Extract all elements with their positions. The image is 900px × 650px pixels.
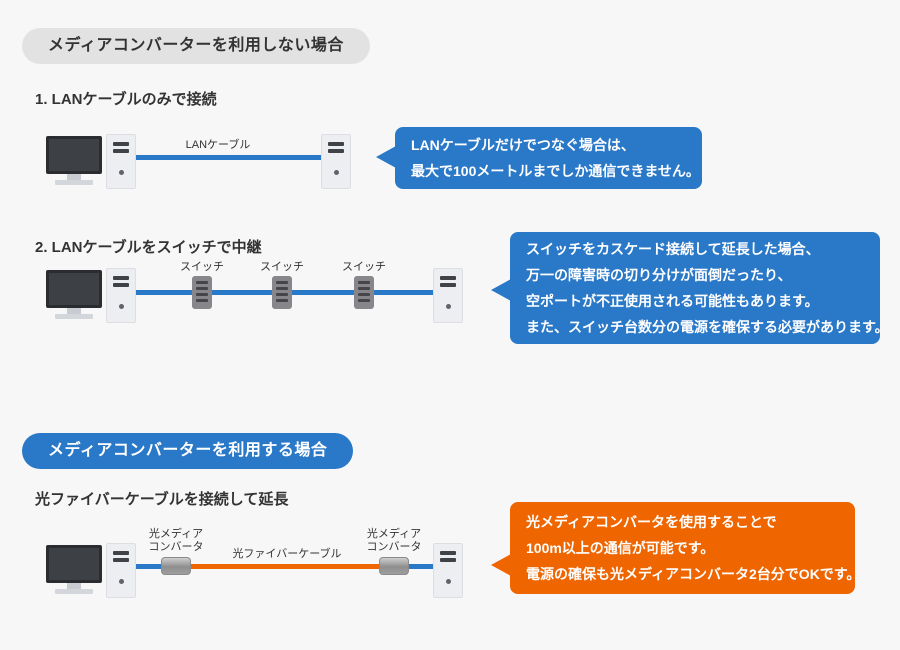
callout-arrow-icon: [376, 146, 396, 168]
monitor-screen: [46, 136, 102, 174]
media-converter-label: 光メディア コンバータ: [366, 528, 422, 553]
fiber-cable-label: 光ファイバーケーブル: [232, 548, 342, 560]
callout-arrow-icon: [491, 554, 511, 576]
callout-line: 電源の確保も光メディアコンバータ2台分でOKです。: [526, 566, 861, 582]
monitor-icon: [46, 136, 102, 185]
switch-icon: [354, 276, 374, 309]
switch-icon: [192, 276, 212, 309]
callout-line: 空ポートが不正使用される可能性もあります。: [526, 293, 819, 309]
monitor-stand: [67, 308, 81, 314]
monitor-base: [55, 180, 93, 185]
monitor-icon: [46, 545, 102, 594]
monitor-icon: [46, 270, 102, 319]
switch-label: スイッチ: [342, 261, 386, 273]
callout-switch-cascade: スイッチをカスケード接続して延長した場合、 万一の障害時の切り分けが面倒だったり…: [491, 232, 889, 344]
media-converter-icon: [379, 557, 409, 575]
case3-title: 光ファイバーケーブルを接続して延長: [35, 491, 289, 508]
callout-line: 万一の障害時の切り分けが面倒だったり、: [526, 267, 792, 283]
tower-icon: [106, 268, 136, 323]
fiber-cable-line: [190, 564, 385, 569]
callout-media-converter: 光メディアコンバータを使用することで 100m以上の通信が可能です。 電源の確保…: [491, 502, 861, 594]
switch-label: スイッチ: [260, 261, 304, 273]
callout-lan-only: LANケーブルだけでつなぐ場合は、 最大で100メートルまでしか通信できません。: [376, 127, 702, 189]
lan-cable-line: [405, 564, 435, 569]
lan-cable-line: [132, 564, 167, 569]
section-header-no-converter: メディアコンバーターを利用しない場合: [22, 28, 370, 64]
media-converter-label: 光メディア コンバータ: [148, 528, 204, 553]
callout-line: また、スイッチ台数分の電源を確保する必要があります。: [526, 319, 889, 335]
switch-icon: [272, 276, 292, 309]
monitor-stand: [67, 174, 81, 180]
tower-icon: [321, 134, 351, 189]
monitor-screen: [46, 270, 102, 308]
callout-arrow-icon: [491, 279, 511, 301]
lan-cable-label: LANケーブル: [185, 139, 251, 151]
monitor-base: [55, 314, 93, 319]
callout-line: スイッチをカスケード接続して延長した場合、: [526, 241, 820, 257]
tower-icon: [433, 543, 463, 598]
callout-line: 最大で100メートルまでしか通信できません。: [411, 163, 700, 179]
callout-line: LANケーブルだけでつなぐ場合は、: [411, 137, 635, 153]
monitor-stand: [67, 583, 81, 589]
callout-line: 光メディアコンバータを使用することで: [526, 514, 777, 530]
monitor-base: [55, 589, 93, 594]
monitor-screen: [46, 545, 102, 583]
tower-icon: [106, 543, 136, 598]
lan-cable-line: [132, 155, 324, 160]
case1-title: 1. LANケーブルのみで接続: [35, 91, 217, 108]
switch-label: スイッチ: [180, 261, 224, 273]
tower-icon: [433, 268, 463, 323]
callout-line: 100m以上の通信が可能です。: [526, 540, 715, 556]
media-converter-icon: [161, 557, 191, 575]
tower-icon: [106, 134, 136, 189]
case2-title: 2. LANケーブルをスイッチで中継: [35, 239, 262, 256]
section-header-with-converter: メディアコンバーターを利用する場合: [22, 433, 354, 469]
